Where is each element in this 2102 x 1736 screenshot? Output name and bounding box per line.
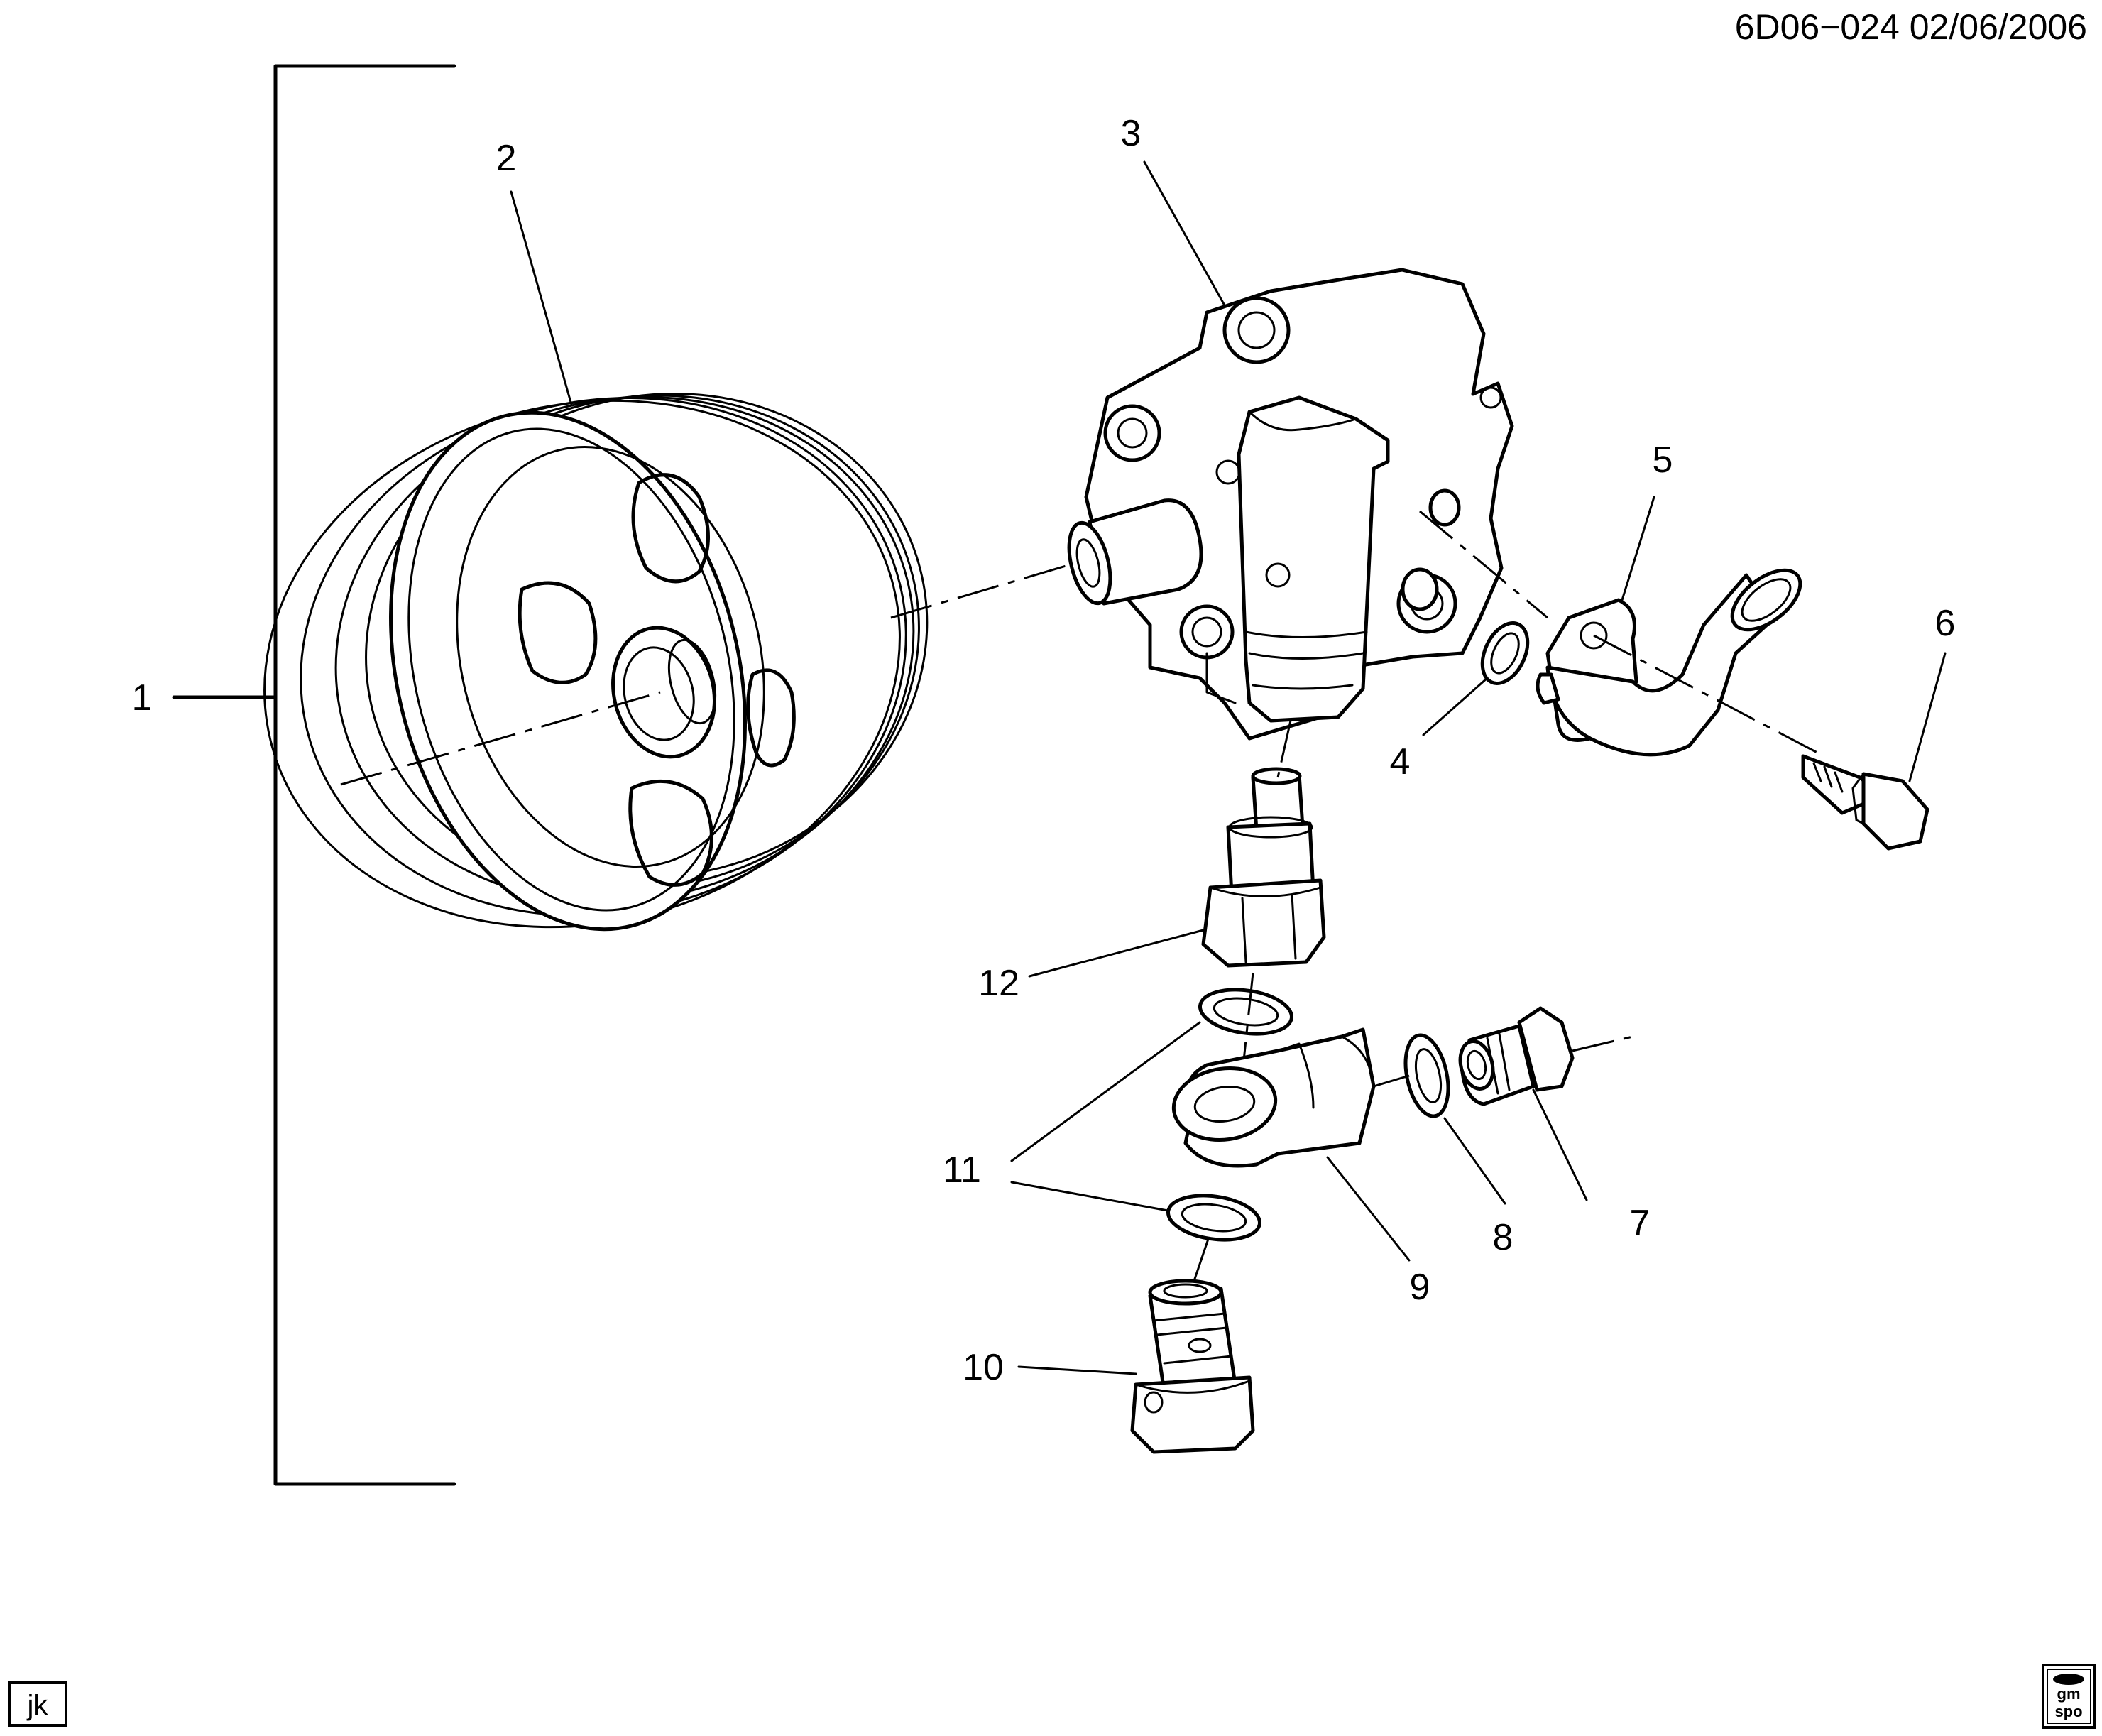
logo-text-gm: gm bbox=[2057, 1685, 2081, 1703]
pulley-axis bbox=[340, 691, 661, 786]
logo-text-spo: spo bbox=[2054, 1703, 2082, 1720]
inlet-axis-bolt bbox=[1593, 634, 1818, 754]
banjo-fitting-9 bbox=[1171, 1027, 1376, 1168]
inlet-pipe bbox=[1536, 568, 1802, 757]
plug-axis-right bbox=[1572, 1035, 1633, 1052]
pulley bbox=[263, 393, 929, 932]
callout-2: 2 bbox=[496, 138, 517, 179]
callout-10: 10 bbox=[963, 1347, 1004, 1388]
fitting-axis-vertical bbox=[1237, 972, 1254, 1108]
callout-1: 1 bbox=[132, 677, 153, 719]
callout-12: 12 bbox=[978, 963, 1019, 1004]
callout-6: 6 bbox=[1935, 603, 1956, 644]
callout-3: 3 bbox=[1121, 113, 1142, 154]
callout-9: 9 bbox=[1410, 1267, 1430, 1308]
plug-axis-left bbox=[1373, 1074, 1410, 1088]
banjo-bolt-10 bbox=[1130, 1279, 1255, 1454]
union-fitting-12 bbox=[1201, 767, 1326, 968]
callout-11: 11 bbox=[943, 1150, 981, 1191]
inlet-axis-upper bbox=[1419, 510, 1548, 619]
leader-lines bbox=[510, 160, 1947, 1375]
bolt-6 bbox=[1801, 754, 1929, 851]
washer-11-lower bbox=[1166, 1194, 1262, 1242]
callout-8: 8 bbox=[1493, 1217, 1513, 1258]
plug-7 bbox=[1458, 1006, 1575, 1106]
initials-box: jk bbox=[8, 1681, 67, 1727]
callout-4: 4 bbox=[1390, 741, 1411, 782]
washer-11-upper bbox=[1198, 988, 1294, 1036]
bolt-axis-lower bbox=[1191, 1238, 1210, 1286]
washer-8 bbox=[1403, 1033, 1450, 1118]
gm-spo-logo: gm spo bbox=[2042, 1664, 2096, 1729]
callout-5: 5 bbox=[1653, 440, 1673, 481]
drawing-id: 6D06−024 02/06/2006 bbox=[1735, 7, 2087, 47]
power-steering-pump bbox=[1067, 268, 1514, 741]
o-ring-4 bbox=[1480, 621, 1530, 685]
initials-text: jk bbox=[27, 1690, 49, 1721]
callout-7: 7 bbox=[1630, 1203, 1651, 1244]
union-axis-upper bbox=[1276, 720, 1292, 778]
shaft-axis bbox=[890, 559, 1083, 619]
assembly-bracket bbox=[172, 64, 456, 1486]
